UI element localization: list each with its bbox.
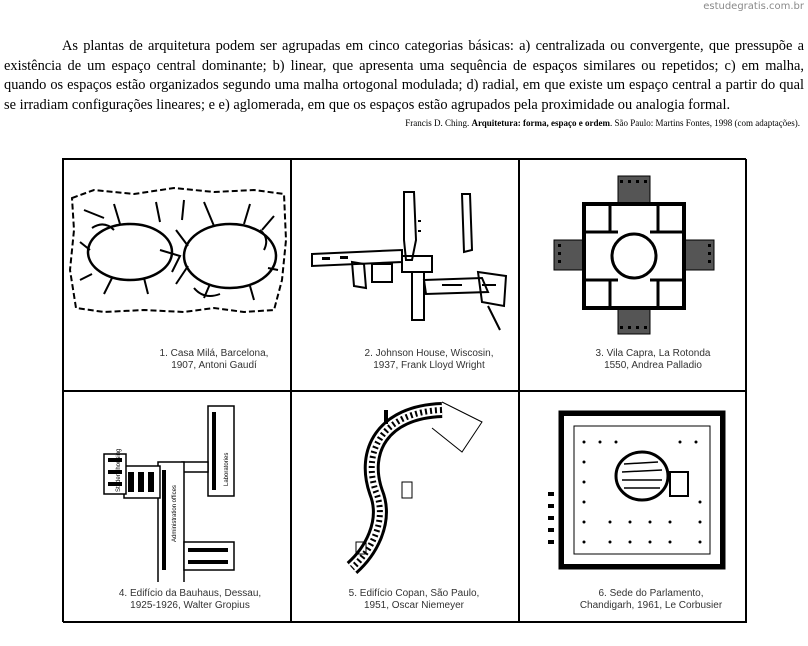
- svg-text:Administration offices: Administration offices: [172, 485, 178, 542]
- figure-grid: 1. Casa Milá, Barcelona, 1907, Antoni Ga…: [62, 158, 747, 623]
- chandigarh-plan: [548, 410, 726, 570]
- citation-subtitle: : forma, espaço e ordem: [517, 118, 611, 128]
- caption-6: 6. Sede do Parlamento, Chandigarh, 1961,…: [566, 588, 736, 612]
- citation-author: Francis D. Ching.: [405, 118, 472, 128]
- caption-3-line2: 1550, Andrea Palladio: [604, 360, 702, 371]
- caption-4-line2: 1925-1926, Walter Gropius: [130, 600, 250, 611]
- caption-1-line2: 1907, Antoni Gaudí: [171, 360, 257, 371]
- figure-copan: 5. Edifício Copan, São Paulo, 1951, Osca…: [291, 391, 519, 623]
- caption-1-line1: 1. Casa Milá, Barcelona,: [159, 348, 269, 359]
- caption-4-line1: 4. Edifício da Bauhaus, Dessau,: [118, 588, 262, 599]
- caption-5: 5. Edifício Copan, São Paulo, 1951, Osca…: [334, 588, 494, 612]
- figure-bauhaus: Student housing Laboratories Administrat…: [63, 391, 291, 623]
- caption-2-line1: 2. Johnson House, Wiscosin,: [364, 348, 494, 359]
- svg-text:Laboratories: Laboratories: [224, 453, 230, 486]
- intro-paragraph: As plantas de arquitetura podem ser agru…: [4, 38, 804, 113]
- caption-5-line2: 1951, Oscar Niemeyer: [363, 600, 465, 611]
- caption-3-line1: 3. Vila Capra, La Rotonda: [595, 348, 711, 359]
- caption-5-line1: 5. Edifício Copan, São Paulo,: [348, 588, 480, 599]
- figure-chandigarh: 6. Sede do Parlamento, Chandigarh, 1961,…: [519, 391, 747, 623]
- caption-2-line2: 1937, Frank Lloyd Wright: [373, 360, 485, 371]
- citation-rest: . São Paulo: Martins Fontes, 1998 (com a…: [610, 118, 800, 128]
- citation-title: Arquitetura: [471, 118, 518, 128]
- figure-vila-capra: 3. Vila Capra, La Rotonda 1550, Andrea P…: [519, 159, 747, 391]
- caption-1: 1. Casa Milá, Barcelona, 1907, Antoni Ga…: [144, 348, 284, 372]
- casa-mila-plan: [68, 186, 288, 314]
- figure-johnson-house: 2. Johnson House, Wiscosin, 1937, Frank …: [291, 159, 519, 391]
- johnson-house-plan: [311, 191, 508, 331]
- vila-capra-plan: [553, 175, 715, 335]
- caption-6-line1: 6. Sede do Parlamento,: [598, 588, 704, 599]
- caption-6-line2: Chandigarh, 1961, Le Corbusier: [579, 600, 723, 611]
- caption-4: 4. Edifício da Bauhaus, Dessau, 1925-192…: [100, 588, 280, 612]
- figure-casa-mila: 1. Casa Milá, Barcelona, 1907, Antoni Ga…: [63, 159, 291, 391]
- bauhaus-plan: Student housing Laboratories Administrat…: [103, 405, 235, 582]
- copan-plan: [346, 401, 483, 574]
- caption-3: 3. Vila Capra, La Rotonda 1550, Andrea P…: [578, 348, 728, 372]
- citation: Francis D. Ching. Arquitetura: forma, es…: [405, 118, 800, 128]
- watermark: estudegratis.com.br: [703, 1, 804, 12]
- caption-2: 2. Johnson House, Wiscosin, 1937, Frank …: [354, 348, 504, 372]
- svg-text:Student housing: Student housing: [116, 449, 122, 492]
